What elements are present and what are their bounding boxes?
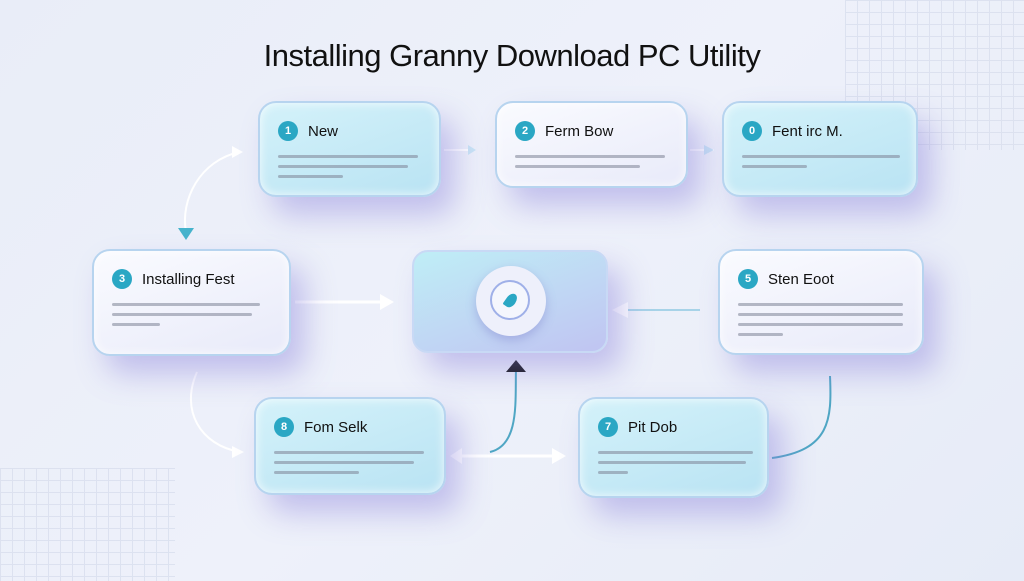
step-number-badge: 3 (112, 269, 132, 289)
grid-decoration (0, 468, 175, 581)
step-title: Sten Eoot (768, 270, 834, 288)
step-title: Pit Dob (628, 418, 678, 436)
arrowhead (178, 228, 194, 240)
step-number-badge: 1 (278, 121, 298, 141)
arrowhead (612, 302, 628, 318)
step-description (738, 303, 904, 336)
step-number-badge: 8 (274, 417, 294, 437)
arrow-6-center (489, 367, 517, 453)
arrowhead (232, 446, 244, 458)
step-number-badge: 2 (515, 121, 535, 141)
step-title: Ferm Bow (545, 122, 614, 140)
page-title: Installing Granny Download PC Utility (263, 38, 761, 73)
step-description (598, 451, 753, 474)
utility-icon (476, 266, 546, 336)
step-card-7: 7 Pit Dob (578, 397, 769, 498)
arrow-7-5 (771, 375, 832, 459)
arrowhead (450, 448, 462, 464)
step-description (278, 155, 421, 178)
step-card-2: 2 Ferm Bow (495, 101, 688, 188)
step-card-3: 0 Fent irc M. (722, 101, 918, 197)
step-title: Fent irc M. (772, 122, 843, 140)
step-description (515, 155, 668, 168)
step-description (274, 451, 426, 474)
step-number-badge: 5 (738, 269, 758, 289)
step-description (112, 303, 271, 326)
step-card-1: 1 New (258, 101, 441, 197)
step-title: Fom Selk (304, 418, 368, 436)
step-title: Installing Fest (142, 270, 235, 288)
arrowhead (704, 145, 714, 155)
arrowhead (468, 145, 476, 155)
arrowhead (552, 448, 566, 464)
center-hub (412, 250, 608, 353)
step-card-4: 3 Installing Fest (92, 249, 291, 356)
step-card-5: 5 Sten Eoot (718, 249, 924, 355)
step-card-6: 8 Fom Selk (254, 397, 446, 495)
arrowhead (380, 294, 394, 310)
step-title: New (308, 122, 339, 140)
arrowhead (232, 146, 243, 158)
step-number-badge: 0 (742, 121, 762, 141)
step-description (742, 155, 900, 168)
step-number-badge: 7 (598, 417, 618, 437)
arrowhead (506, 360, 526, 372)
arrow-1-4 (184, 151, 241, 233)
arrow-4-6 (189, 371, 241, 453)
